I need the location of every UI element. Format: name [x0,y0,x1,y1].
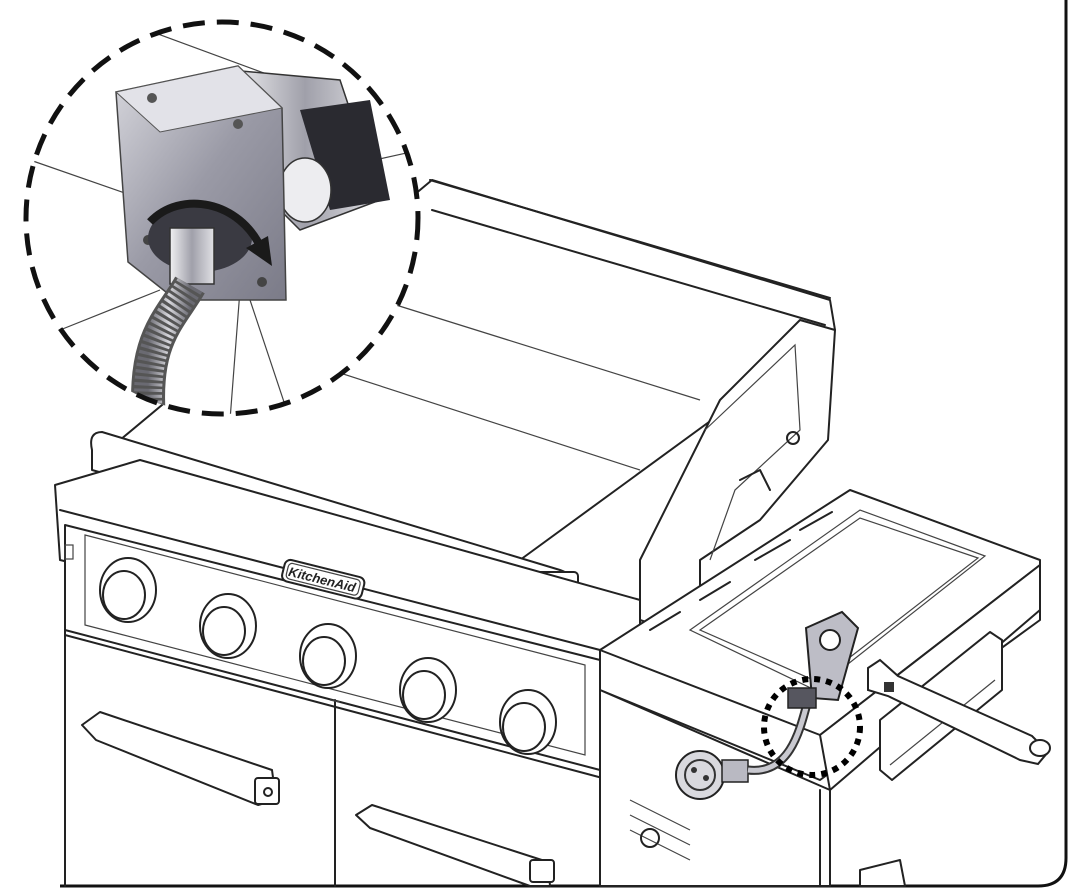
clockwise-arrow-icon [147,199,266,252]
knob-3 [299,623,357,689]
knob-2 [199,593,257,659]
knob-4 [399,657,457,723]
adjustable-wrench-icon [867,658,1051,766]
control-knobs [99,557,557,755]
page-frame [60,0,1068,888]
gas-regulator-icon [675,698,813,800]
knob-5 [499,689,557,755]
detail-callout-large [23,19,421,417]
knob-1 [99,557,157,623]
zoomed-fitting [29,22,418,414]
detail-callout-small [761,676,863,778]
